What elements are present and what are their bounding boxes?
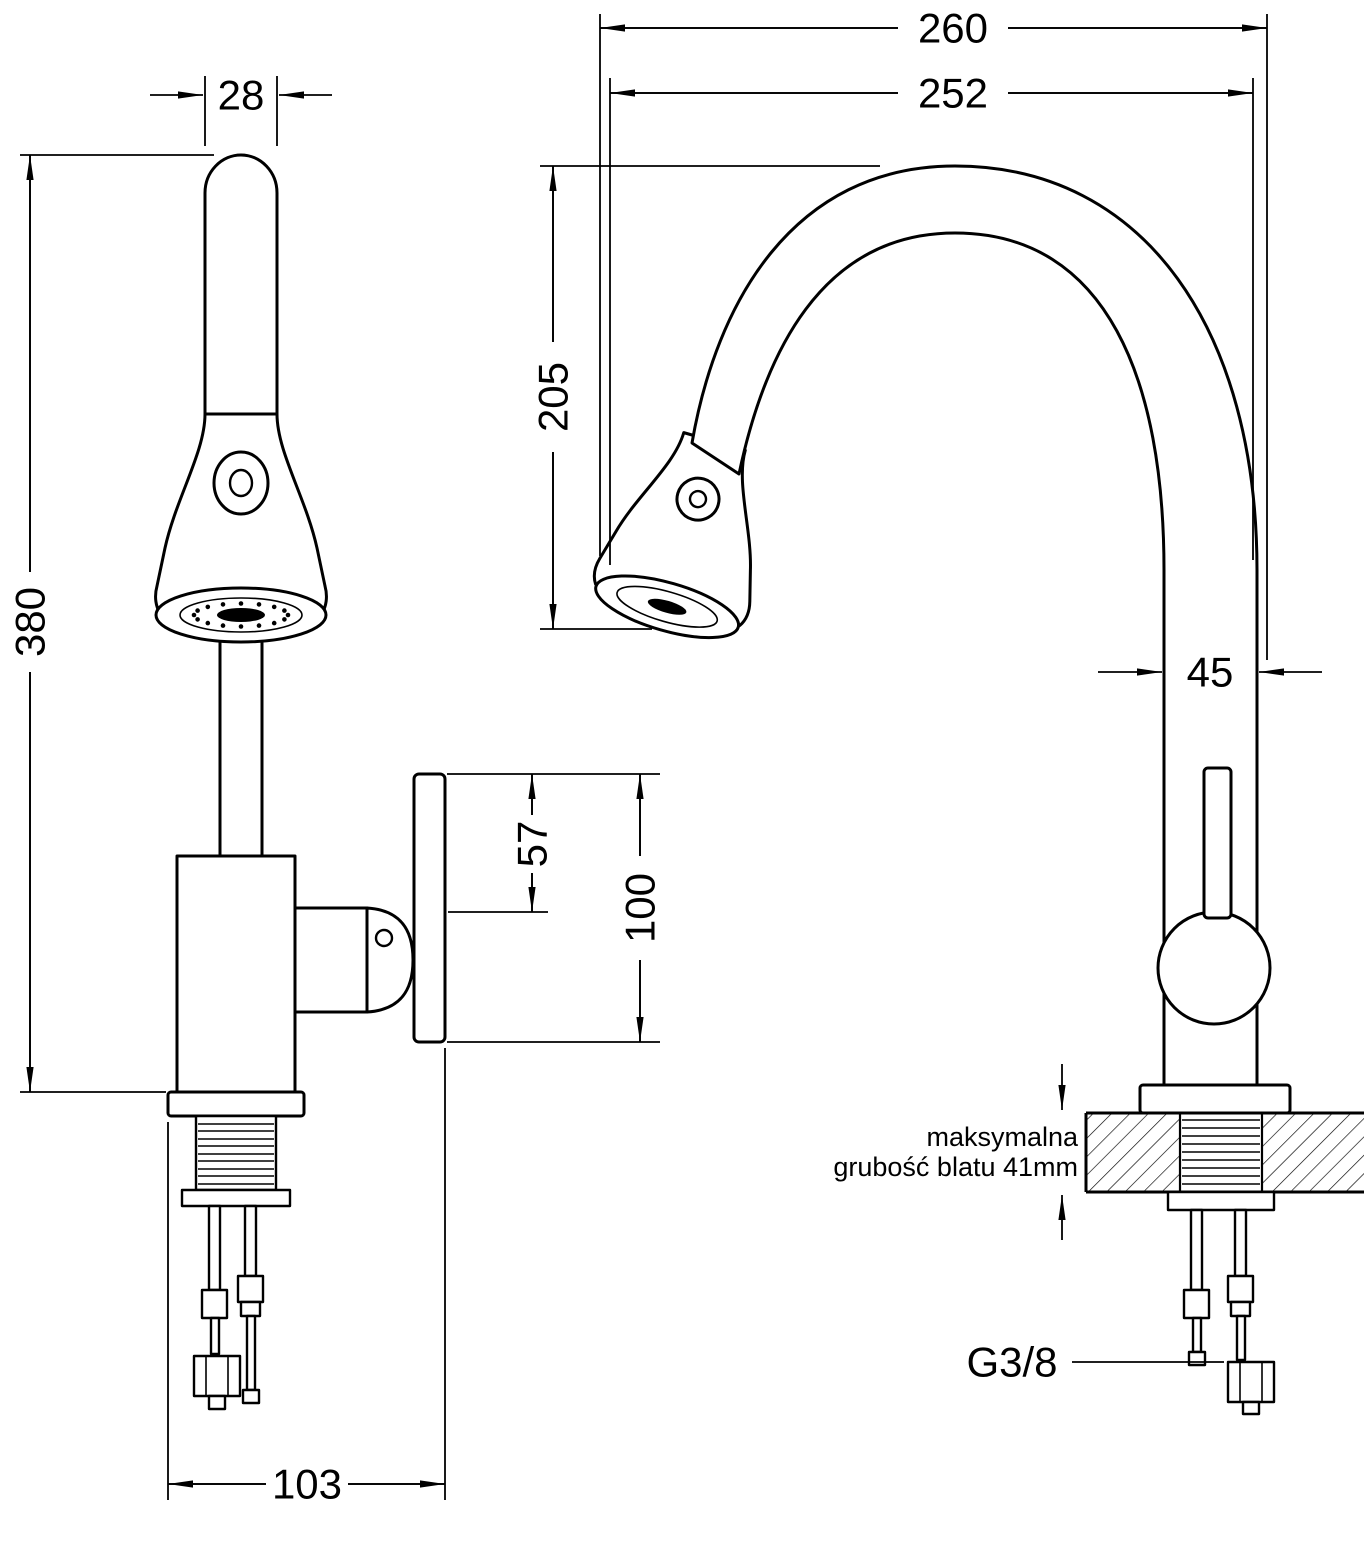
- front-handle-lever: [412, 772, 447, 1044]
- front-mounting-washer: [180, 1188, 292, 1208]
- front-dimensions: 28 380 57 100: [7, 72, 664, 1508]
- dim-handle-length: 100: [447, 774, 664, 1043]
- dim-label-total-height: 380: [7, 587, 54, 657]
- countertop-section: [1084, 1111, 1364, 1194]
- front-handle-screw: [374, 928, 394, 948]
- front-wand-pipe: [203, 153, 279, 426]
- side-shank-threads: [1182, 1119, 1260, 1185]
- dim-label-spout-top-width: 28: [218, 72, 265, 119]
- note-countertop-line2: grubość blatu 41mm: [833, 1152, 1078, 1182]
- front-view: [154, 153, 447, 1411]
- side-handle-lever: [1202, 766, 1233, 920]
- dim-body-diameter: 45: [1098, 649, 1322, 696]
- note-countertop-line1: maksymalna: [926, 1122, 1079, 1152]
- side-view: [592, 164, 1364, 1416]
- side-mounting-hardware: [1182, 1208, 1276, 1416]
- dim-label-body-diameter: 45: [1187, 649, 1234, 696]
- dim-label-spout-reach: 252: [918, 70, 988, 117]
- thread-connection-label: G3/8: [966, 1339, 1224, 1386]
- front-aerator-slot: [217, 608, 265, 622]
- label-thread: G3/8: [966, 1339, 1057, 1386]
- front-neck-pipe: [218, 638, 264, 860]
- front-base-plate: [166, 1090, 306, 1118]
- side-mounting-washer: [1166, 1190, 1276, 1212]
- countertop-thickness-note: maksymalna grubość blatu 41mm: [833, 1064, 1079, 1240]
- dim-total-height: 380: [7, 154, 214, 1093]
- dim-label-spout-height: 205: [530, 362, 577, 432]
- front-shank-threads: [198, 1123, 274, 1185]
- front-hose-nut: [192, 1354, 242, 1398]
- front-handle-cap: [365, 906, 415, 1014]
- dim-label-handle-length: 100: [617, 873, 664, 943]
- dim-spout-top-width: 28: [150, 72, 332, 146]
- side-handle-ball: [1156, 910, 1272, 1026]
- dim-spout-reach-total: 260: [599, 5, 1268, 660]
- dim-label-spout-reach-total: 260: [918, 5, 988, 52]
- side-base-plate: [1138, 1083, 1292, 1115]
- aerator-dots: [191, 601, 291, 629]
- dim-base-depth: 103: [167, 1048, 446, 1508]
- dim-spout-reach: 252: [609, 70, 1254, 565]
- front-mounting-hardware: [192, 1204, 265, 1411]
- side-hose-nut: [1226, 1360, 1276, 1404]
- side-dimensions: 260 252 205 45 mak: [530, 5, 1322, 1386]
- front-handle-connector: [293, 906, 369, 1014]
- front-spray-button-center: [228, 468, 254, 498]
- dim-label-handle-pivot-offset: 57: [509, 821, 556, 868]
- front-faucet-body: [175, 854, 297, 1094]
- dim-handle-pivot-offset: 57: [447, 773, 660, 913]
- dim-label-base-depth: 103: [272, 1461, 342, 1508]
- dim-spout-height: 205: [530, 165, 880, 630]
- front-aerator-ring: [179, 597, 303, 633]
- front-threaded-shank: [194, 1114, 278, 1192]
- side-spray-head: [592, 431, 752, 640]
- side-aerator-slot: [647, 598, 687, 615]
